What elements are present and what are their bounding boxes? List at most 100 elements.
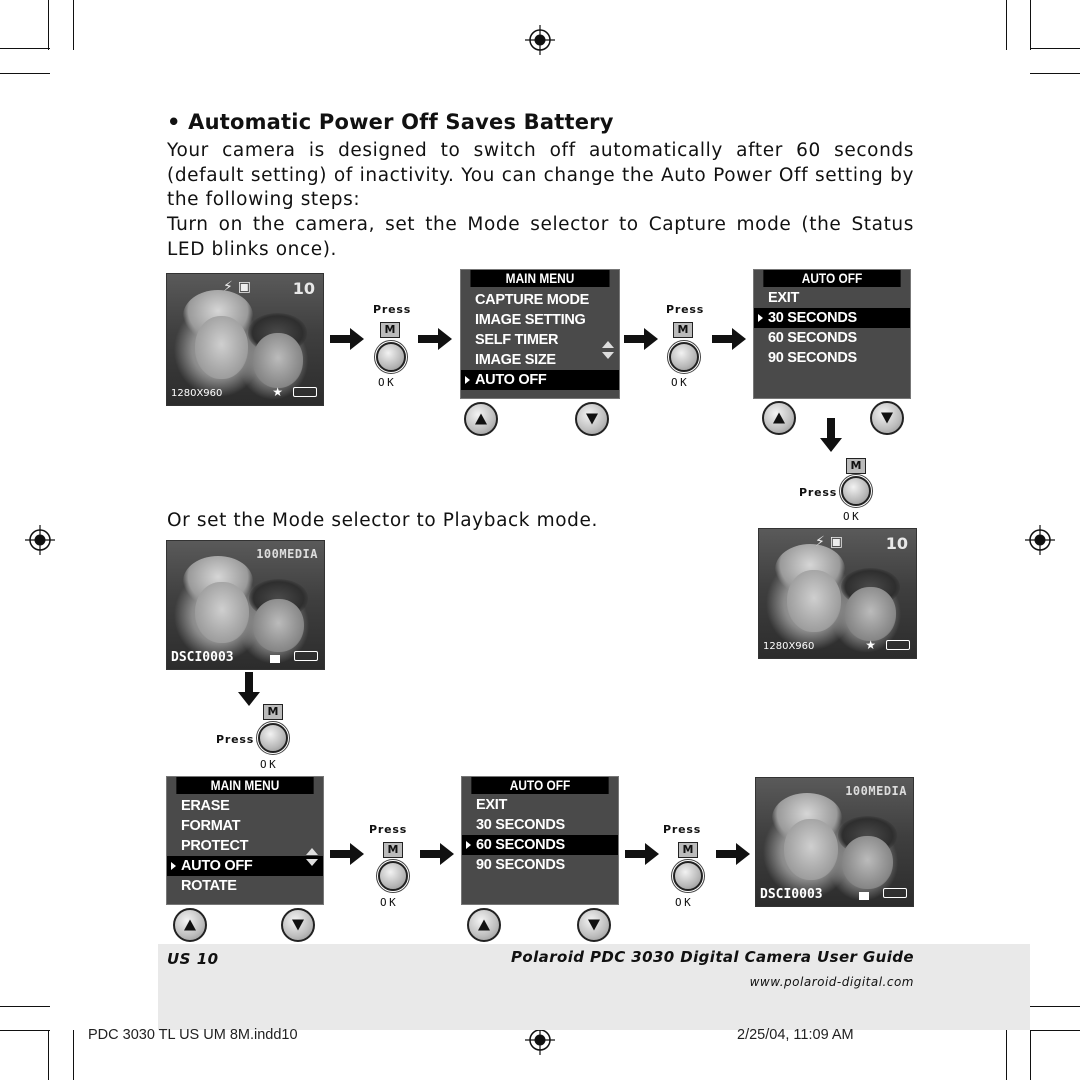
arrow-right-icon [716, 843, 750, 865]
menu-item-60-seconds[interactable]: 60 SECONDS [768, 330, 857, 346]
press-label: Press [216, 733, 255, 746]
playback-screen: 100MEDIA DSCI0003 [166, 540, 325, 670]
press-label: Press [666, 303, 705, 316]
menu-item-rotate[interactable]: ROTATE [181, 878, 237, 894]
scroll-down-icon [306, 859, 318, 866]
crop-mark [48, 1030, 49, 1080]
m-key-icon: M [673, 322, 693, 338]
arrow-right-icon [330, 843, 364, 865]
section-heading: • Automatic Power Off Saves Battery [167, 110, 614, 134]
crop-mark [48, 0, 49, 50]
ok-button[interactable] [671, 859, 705, 893]
resolution-label: 1280X960 [763, 641, 815, 652]
arrow-right-icon [418, 328, 452, 350]
scroll-down-icon [602, 352, 614, 359]
menu-title: AUTO OFF [471, 777, 609, 794]
shots-remaining: 10 [292, 279, 315, 298]
menu-item-exit[interactable]: EXIT [476, 797, 508, 813]
capture-main-menu: MAIN MENU CAPTURE MODE IMAGE SETTING SEL… [460, 269, 620, 399]
arrow-right-icon [625, 843, 659, 865]
press-label: Press [373, 303, 412, 316]
file-name: DSCI0003 [760, 887, 823, 902]
crop-mark [73, 1030, 74, 1080]
ok-button[interactable] [839, 474, 873, 508]
footer-band [158, 944, 1030, 1030]
ok-label: OK [378, 376, 397, 389]
ok-label: OK [380, 896, 399, 909]
menu-item-capture-mode[interactable]: CAPTURE MODE [475, 292, 590, 308]
menu-item-auto-off[interactable]: AUTO OFF [167, 856, 323, 876]
down-button[interactable] [870, 401, 904, 435]
menu-item-30-seconds[interactable]: 30 SECONDS [754, 308, 910, 328]
menu-item-exit[interactable]: EXIT [768, 290, 800, 306]
registration-mark-icon [525, 1025, 555, 1055]
battery-icon [883, 888, 907, 898]
menu-item-90-seconds[interactable]: 90 SECONDS [476, 857, 565, 873]
arrow-right-icon [712, 328, 746, 350]
playback-screen: 100MEDIA DSCI0003 [755, 777, 914, 907]
down-button[interactable] [577, 908, 611, 942]
arrow-right-icon [624, 328, 658, 350]
resolution-label: 1280X960 [171, 388, 223, 399]
scroll-up-icon [306, 848, 318, 855]
folder-label: 100MEDIA [256, 547, 318, 561]
crop-mark [1030, 1030, 1031, 1080]
guide-title: Polaroid PDC 3030 Digital Camera User Gu… [511, 948, 914, 966]
capture-preview-screen: ⚡ ▣ 10 1280X960 ★ [758, 528, 917, 659]
m-key-icon: M [678, 842, 698, 858]
file-name: DSCI0003 [171, 650, 234, 665]
menu-title: MAIN MENU [176, 777, 314, 794]
menu-item-90-seconds[interactable]: 90 SECONDS [768, 350, 857, 366]
ok-label: OK [671, 376, 690, 389]
up-button[interactable] [173, 908, 207, 942]
up-button[interactable] [467, 908, 501, 942]
ok-button[interactable] [376, 859, 410, 893]
shots-remaining: 10 [885, 534, 908, 553]
quality-star-icon: ★ [272, 385, 283, 399]
crop-mark [1030, 73, 1080, 74]
ok-button[interactable] [374, 340, 408, 374]
menu-item-erase[interactable]: ERASE [181, 798, 230, 814]
crop-mark [1006, 1030, 1007, 1080]
playback-main-menu: MAIN MENU ERASE FORMAT PROTECT AUTO OFF … [166, 776, 324, 905]
capture-instruction: Turn on the camera, set the Mode selecto… [167, 214, 914, 260]
menu-item-image-setting[interactable]: IMAGE SETTING [475, 312, 586, 328]
arrow-right-icon [330, 328, 364, 350]
scroll-up-icon [602, 341, 614, 348]
menu-item-self-timer[interactable]: SELF TIMER [475, 332, 559, 348]
flash-camera-icon: ⚡ ▣ [815, 534, 843, 550]
crop-mark [1030, 48, 1080, 49]
menu-title: AUTO OFF [763, 270, 901, 287]
quality-star-icon: ★ [865, 638, 876, 652]
registration-mark-icon [1025, 525, 1055, 555]
battery-icon [294, 651, 318, 661]
menu-title: MAIN MENU [470, 270, 610, 287]
down-button[interactable] [281, 908, 315, 942]
menu-item-format[interactable]: FORMAT [181, 818, 241, 834]
ok-button[interactable] [667, 340, 701, 374]
m-key-icon: M [263, 704, 283, 720]
up-button[interactable] [762, 401, 796, 435]
menu-item-30-seconds[interactable]: 30 SECONDS [476, 817, 565, 833]
crop-mark [1006, 0, 1007, 50]
ok-label: OK [675, 896, 694, 909]
capture-preview-screen: ⚡ ▣ 10 1280X960 ★ [166, 273, 324, 406]
intro-paragraph: Your camera is designed to switch off au… [167, 140, 914, 210]
folder-label: 100MEDIA [845, 784, 907, 798]
press-label: Press [369, 823, 408, 836]
press-label: Press [799, 486, 838, 499]
registration-mark-icon [525, 25, 555, 55]
crop-mark [0, 1006, 50, 1007]
up-button[interactable] [464, 402, 498, 436]
ok-label: OK [260, 758, 279, 771]
crop-mark [73, 0, 74, 50]
crop-mark [1030, 0, 1031, 50]
menu-item-protect[interactable]: PROTECT [181, 838, 249, 854]
ok-button[interactable] [256, 721, 290, 755]
menu-item-image-size[interactable]: IMAGE SIZE [475, 352, 556, 368]
menu-item-60-seconds[interactable]: 60 SECONDS [462, 835, 618, 855]
down-button[interactable] [575, 402, 609, 436]
crop-mark [0, 73, 50, 74]
m-key-icon: M [380, 322, 400, 338]
menu-item-auto-off[interactable]: AUTO OFF [461, 370, 619, 390]
